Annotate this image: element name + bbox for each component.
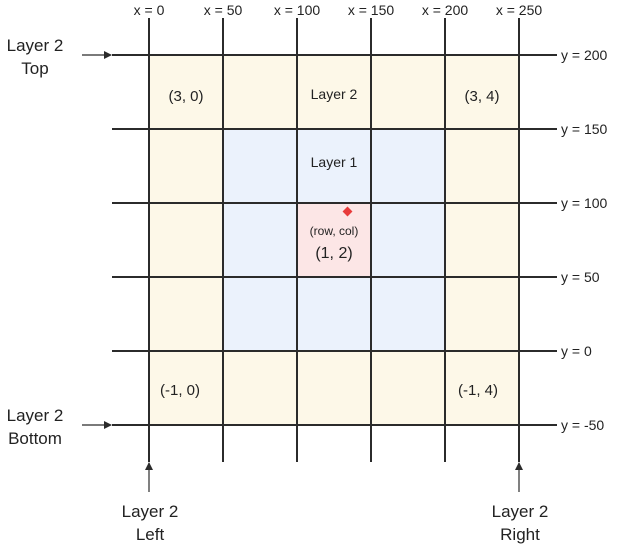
center-cell: [297, 203, 371, 277]
left-edge-label-line2: Left: [136, 525, 165, 544]
y-label-100: y = 100: [561, 195, 608, 211]
position-marker: [342, 206, 353, 217]
cell-label-bottom-right: (-1, 4): [458, 382, 498, 399]
edge-labels: Layer 2 Top Layer 2 Bottom Layer 2 Left …: [7, 36, 549, 544]
right-edge-label-line2: Right: [500, 525, 540, 544]
y-label-50: y = 50: [561, 269, 600, 285]
cell-label-bottom-left: (-1, 0): [160, 382, 200, 399]
cell-label-top-right: (3, 4): [464, 88, 499, 105]
edge-arrows: [82, 51, 523, 492]
left-edge-label-line1: Layer 2: [122, 502, 179, 521]
y-label-neg50: y = -50: [561, 417, 604, 433]
x-label-50: x = 50: [204, 2, 243, 18]
grid-lines: [112, 18, 557, 462]
x-label-100: x = 100: [274, 2, 321, 18]
y-label-200: y = 200: [561, 47, 608, 63]
layer2-label: Layer 2: [311, 86, 358, 102]
center-coord: (1, 2): [315, 245, 352, 262]
x-label-150: x = 150: [348, 2, 395, 18]
top-edge-label-line2: Top: [21, 59, 48, 78]
y-axis-labels: y = 200 y = 150 y = 100 y = 50 y = 0 y =…: [561, 47, 608, 433]
right-edge-label-line1: Layer 2: [492, 502, 549, 521]
center-caption: (row, col): [310, 224, 359, 238]
x-label-250: x = 250: [496, 2, 543, 18]
top-edge-label-line1: Layer 2: [7, 36, 64, 55]
layer1-label: Layer 1: [311, 154, 358, 170]
y-label-0: y = 0: [561, 343, 592, 359]
bottom-edge-label-line2: Bottom: [8, 429, 62, 448]
bottom-edge-label-line1: Layer 2: [7, 406, 64, 425]
x-label-0: x = 0: [134, 2, 165, 18]
cell-label-top-left: (3, 0): [168, 88, 203, 105]
cell-labels: (3, 0) Layer 2 (3, 4) Layer 1 (row, col)…: [160, 86, 500, 399]
x-axis-labels: x = 0 x = 50 x = 100 x = 150 x = 200 x =…: [134, 2, 543, 18]
x-label-200: x = 200: [422, 2, 469, 18]
y-label-150: y = 150: [561, 121, 608, 137]
